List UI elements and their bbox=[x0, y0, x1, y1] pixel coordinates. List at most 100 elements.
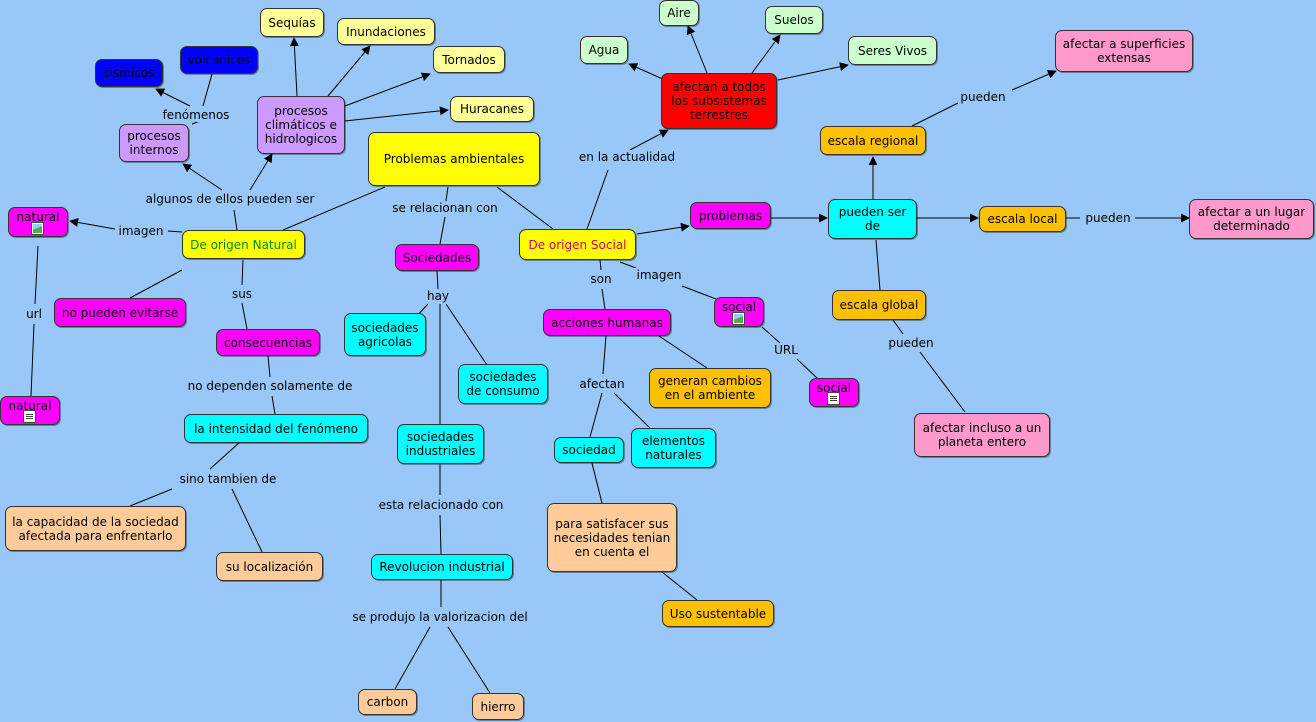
concept-capacidad[interactable]: la capacidad de la sociedad afectada par… bbox=[5, 506, 186, 551]
concept-consecuencias[interactable]: consecuencias bbox=[216, 329, 320, 356]
concept-label: Seres Vivos bbox=[857, 43, 928, 58]
concept-label: De origen Social bbox=[528, 237, 627, 252]
concept-generan-cambios[interactable]: generan cambios en el ambiente bbox=[649, 368, 771, 408]
concept-label: acciones humanas bbox=[551, 315, 663, 330]
concept-label: De origen Natural bbox=[190, 237, 297, 252]
concept-carbon[interactable]: carbon bbox=[358, 689, 417, 715]
concept-label: escala local bbox=[987, 212, 1058, 226]
concept-label: pueden ser de bbox=[838, 205, 907, 233]
concept-label: Problemas ambientales bbox=[383, 152, 525, 166]
concept-label: problemas bbox=[698, 208, 763, 223]
concept-satisfacer[interactable]: para satisfacer sus necesidades tenian e… bbox=[547, 503, 677, 572]
concept-escala-global[interactable]: escala global bbox=[832, 290, 926, 320]
concept-superficies-extensas[interactable]: afectar a superficies extensas bbox=[1055, 30, 1193, 72]
concept-label: sismicos bbox=[103, 66, 155, 80]
concept-label: natural bbox=[16, 210, 60, 224]
concept-sismicos[interactable]: sismicos bbox=[95, 59, 163, 87]
concept-label: Uso sustentable bbox=[669, 606, 767, 621]
concept-volcanicos[interactable]: volcanicos bbox=[180, 46, 258, 74]
concept-pueden-ser-de[interactable]: pueden ser de bbox=[828, 199, 917, 239]
concept-lugar-determinado[interactable]: afectar a un lugar determinado bbox=[1189, 199, 1314, 239]
concept-label: natural bbox=[8, 399, 52, 413]
concept-label: afectar a un lugar determinado bbox=[1197, 205, 1306, 233]
concept-localizacion[interactable]: su localización bbox=[216, 552, 323, 581]
link-phrase-url-natural: url bbox=[24, 307, 44, 321]
concept-label: la intensidad del fenómeno bbox=[194, 421, 358, 436]
concept-label: Revolucion industrial bbox=[379, 560, 505, 574]
concept-label: afectar a superficies extensas bbox=[1062, 37, 1186, 65]
concept-origen-social[interactable]: De origen Social bbox=[519, 229, 636, 260]
concept-suelos[interactable]: Suelos bbox=[765, 6, 823, 34]
link-phrase-se-relacionan-con: se relacionan con bbox=[390, 201, 500, 215]
concept-label: Huracanes bbox=[459, 102, 525, 116]
concept-intensidad[interactable]: la intensidad del fenómeno bbox=[184, 414, 368, 443]
concept-label: su localización bbox=[225, 559, 314, 574]
concept-label: Suelos bbox=[774, 13, 814, 27]
concept-sociedad[interactable]: sociedad bbox=[554, 437, 624, 463]
concept-label: sociedades industriales bbox=[405, 430, 476, 458]
concept-seres-vivos[interactable]: Seres Vivos bbox=[848, 36, 937, 65]
image-resource-icon[interactable] bbox=[732, 312, 745, 325]
link-phrase-esta-relacionado: esta relacionado con bbox=[376, 498, 506, 512]
link-phrase-sino-tambien: sino tambien de bbox=[177, 472, 279, 486]
concept-sociedades-agricolas[interactable]: sociedades agricolas bbox=[344, 313, 426, 356]
concept-label: sociedades de consumo bbox=[466, 370, 540, 398]
link-phrase-pueden-local: pueden bbox=[1083, 211, 1133, 225]
concept-escala-local[interactable]: escala local bbox=[979, 206, 1066, 232]
concept-procesos-internos[interactable]: procesos internos bbox=[119, 124, 189, 162]
concept-label: volcanicos bbox=[187, 53, 251, 67]
concept-label: elementos naturales bbox=[641, 434, 706, 462]
concept-label: escala global bbox=[839, 298, 919, 312]
concept-label: sociedades agricolas bbox=[351, 320, 419, 349]
concept-sequias[interactable]: Sequías bbox=[260, 8, 324, 37]
link-phrase-pueden-global: pueden bbox=[886, 336, 936, 350]
concept-problemas[interactable]: problemas bbox=[690, 202, 771, 229]
concept-label: no pueden evitarse bbox=[61, 305, 179, 320]
concept-hierro[interactable]: hierro bbox=[472, 693, 524, 720]
link-phrase-fenomenos: fenómenos bbox=[160, 108, 232, 122]
concept-label: Sociedades bbox=[402, 250, 472, 265]
concept-inundaciones[interactable]: Inundaciones bbox=[337, 18, 435, 45]
concept-origen-natural[interactable]: De origen Natural bbox=[182, 230, 305, 259]
concept-sociedades[interactable]: Sociedades bbox=[395, 244, 479, 271]
concept-elementos-naturales[interactable]: elementos naturales bbox=[631, 428, 716, 468]
link-phrase-sus: sus bbox=[229, 287, 255, 301]
link-phrase-no-dependen: no dependen solamente de bbox=[185, 379, 355, 393]
concept-label: Agua bbox=[588, 43, 620, 57]
concept-label: afectar incluso a un planeta entero bbox=[922, 421, 1042, 449]
link-phrase-imagen-social: imagen bbox=[634, 268, 684, 282]
concept-agua[interactable]: Agua bbox=[580, 36, 628, 64]
concept-procesos-climaticos[interactable]: procesos climáticos e hidrologicos bbox=[257, 96, 345, 154]
concept-label: social bbox=[721, 300, 757, 314]
concept-label: Inundaciones bbox=[346, 24, 426, 39]
concept-aire[interactable]: Aire bbox=[659, 0, 699, 26]
concept-label: para satisfacer sus necesidades tenian e… bbox=[553, 516, 671, 559]
image-resource-icon[interactable] bbox=[31, 222, 44, 235]
concept-escala-regional[interactable]: escala regional bbox=[820, 126, 926, 155]
concept-label: procesos internos bbox=[127, 129, 181, 157]
concept-planeta-entero[interactable]: afectar incluso a un planeta entero bbox=[914, 413, 1050, 457]
concept-revolucion-industrial[interactable]: Revolucion industrial bbox=[371, 554, 513, 580]
url-resource-icon[interactable] bbox=[827, 392, 840, 405]
concept-label: Aire bbox=[667, 6, 691, 20]
concept-label: consecuencias bbox=[224, 335, 312, 350]
concept-problemas-ambientales[interactable]: Problemas ambientales bbox=[368, 132, 540, 186]
link-phrase-algunos-pueden-ser: algunos de ellos pueden ser bbox=[143, 192, 317, 206]
concept-afectan-subsistemas[interactable]: afectan a todos los subsistemas terrestr… bbox=[661, 73, 777, 129]
concept-label: Sequías bbox=[268, 15, 316, 30]
concept-no-pueden-evitarse[interactable]: no pueden evitarse bbox=[54, 298, 186, 327]
concept-label: escala regional bbox=[827, 133, 919, 148]
concept-label: generan cambios en el ambiente bbox=[658, 374, 762, 402]
concept-sociedades-industriales[interactable]: sociedades industriales bbox=[397, 424, 484, 464]
concept-huracanes[interactable]: Huracanes bbox=[450, 96, 534, 122]
concept-uso-sustentable[interactable]: Uso sustentable bbox=[662, 600, 774, 627]
concept-sociedades-consumo[interactable]: sociedades de consumo bbox=[458, 364, 548, 404]
link-phrase-pueden-regional: pueden bbox=[958, 90, 1008, 104]
link-phrase-en-la-actualidad: en la actualidad bbox=[576, 150, 678, 164]
concept-acciones-humanas[interactable]: acciones humanas bbox=[543, 309, 671, 336]
concept-label: carbon bbox=[366, 695, 409, 709]
concept-label: Tornados bbox=[442, 52, 496, 67]
link-phrase-afectan: afectan bbox=[577, 377, 627, 391]
concept-tornados[interactable]: Tornados bbox=[433, 46, 505, 73]
url-resource-icon[interactable] bbox=[23, 410, 36, 423]
